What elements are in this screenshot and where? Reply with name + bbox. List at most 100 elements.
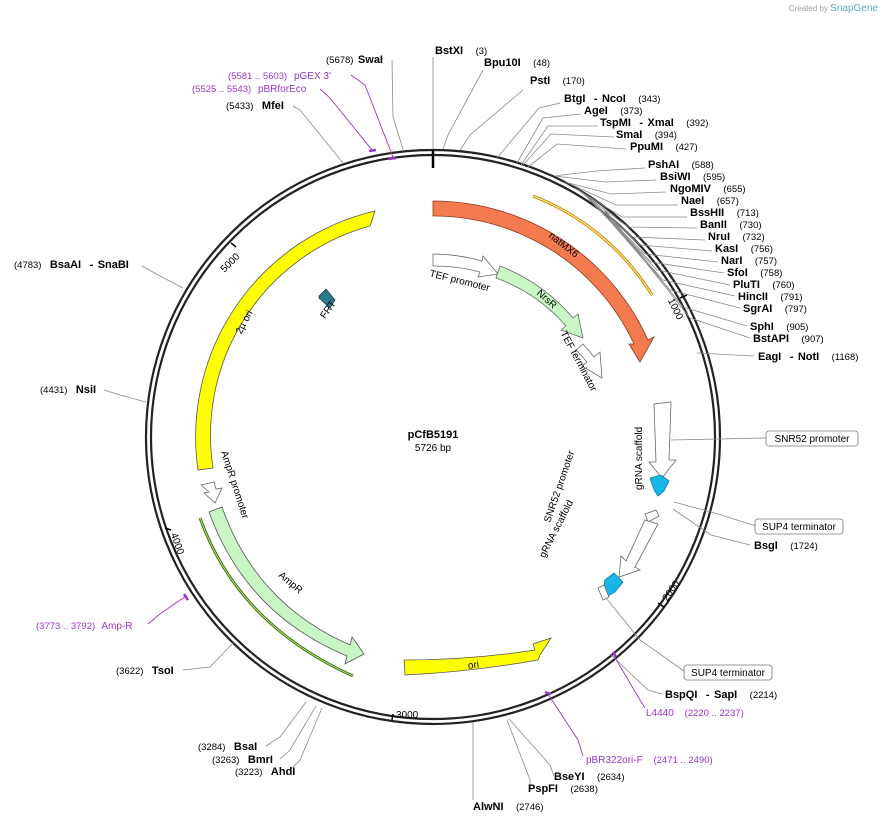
leader-nsii: [103, 389, 147, 403]
site-ppumi[interactable]: PpuMI (427): [630, 137, 698, 154]
site-nrui[interactable]: NruI (732): [708, 227, 765, 244]
site-banii[interactable]: BanII (730): [700, 215, 762, 232]
site-sgrai[interactable]: SgrAI (797): [743, 299, 807, 316]
site-eagi[interactable]: EagI - NotI (1168): [758, 347, 858, 364]
leader-ahdi: [289, 707, 323, 771]
leader-ampr-primer: [147, 595, 187, 625]
two-micron-ori-arrow[interactable]: [195, 210, 376, 471]
leader-tspmi: [520, 125, 598, 166]
leader-ngomiv: [564, 181, 667, 195]
leader-sgrai: [588, 196, 741, 309]
ori-arrow[interactable]: [403, 637, 552, 676]
site-pluti[interactable]: PluTI (760): [733, 275, 795, 292]
primer-pgex3[interactable]: (5581 .. 5603) pGEX 3': [228, 71, 331, 82]
leader-btgi: [496, 102, 561, 159]
leader-pspfi: [506, 719, 531, 788]
leader-swai: [391, 59, 404, 150]
site-swai[interactable]: (5678) SwaI: [326, 50, 383, 67]
leader-bsiwi: [554, 175, 657, 183]
leader-pgex3: [350, 74, 394, 158]
plasmid-length: 5726 bp: [415, 443, 452, 454]
leader-naei: [565, 181, 678, 206]
site-pspfi[interactable]: PspFI (2638): [528, 779, 598, 796]
leader-mfei: [292, 105, 344, 164]
leader-sup4b-box: [605, 597, 685, 672]
primer-pbrforeco[interactable]: (5525 .. 5543) pBRforEco: [192, 84, 307, 95]
grna-target-1-arrow[interactable]: [649, 474, 670, 497]
ampr-orf-highlight: [199, 517, 354, 677]
site-sfoi[interactable]: SfoI (758): [727, 263, 782, 280]
leader-bmri: [279, 705, 317, 760]
site-mfei[interactable]: (5433) MfeI: [226, 96, 284, 113]
snr52-promoter-box[interactable]: [765, 430, 859, 447]
leader-pshai: [553, 167, 646, 177]
primer-pbr322ori-f[interactable]: pBR322ori-F (2471 .. 2490): [586, 755, 713, 766]
frt-arrow[interactable]: [318, 288, 336, 309]
plasmid-name: pCfB5191: [408, 429, 459, 441]
site-hincii[interactable]: HincII (791): [738, 287, 803, 304]
leader-snr52-box: [670, 437, 767, 441]
site-bmri[interactable]: (3263) BmrI: [212, 750, 273, 767]
leader-kasi: [581, 191, 713, 252]
site-tsoi[interactable]: (3622) TsoI: [116, 661, 174, 678]
site-pshai[interactable]: PshAI (588): [648, 155, 714, 172]
ampr-promoter-arrow[interactable]: [200, 481, 223, 504]
leader-pbr322ori: [547, 693, 584, 757]
site-alwni[interactable]: AlwNI (2746): [473, 797, 543, 814]
ruler-tick-1000: [679, 294, 688, 299]
site-agei[interactable]: AgeI (373): [584, 101, 642, 118]
site-nari[interactable]: NarI (757): [721, 251, 777, 268]
site-bsai[interactable]: (3284) BsaI: [198, 737, 257, 754]
nrsr-arrow[interactable]: [495, 265, 584, 339]
leader-bsai: [265, 701, 307, 747]
site-kasi[interactable]: KasI (756): [715, 239, 773, 256]
site-bstxi[interactable]: BstXI (3): [435, 41, 487, 58]
site-bspqi[interactable]: BspQI - SapI (2214): [665, 685, 777, 702]
primer-l4440[interactable]: L4440 (2220 .. 2237): [646, 708, 744, 719]
site-bsiwi[interactable]: BsiWI (595): [660, 167, 725, 184]
ori-label: ori: [467, 660, 479, 672]
site-smai[interactable]: SmaI (394): [616, 125, 677, 142]
primer-labels: (5581 .. 5603) pGEX 3' (5525 .. 5543) pB…: [36, 71, 744, 766]
leader-pbrforeco: [319, 88, 373, 151]
site-psti[interactable]: PstI (170): [530, 71, 585, 88]
leader-bsshii: [574, 187, 687, 218]
site-ahdi[interactable]: (3223) AhdI: [235, 762, 295, 779]
site-naei[interactable]: NaeI (657): [681, 191, 739, 208]
site-bsgi[interactable]: BsgI (1724): [754, 536, 818, 553]
ampr-label: AmpR: [276, 570, 304, 596]
primer-mark-pbrforeco: [368, 148, 377, 153]
ampr-arrow[interactable]: [208, 506, 365, 665]
leader-sphi: [604, 209, 748, 327]
primer-mark-ampr: [182, 593, 190, 601]
primer-ampr[interactable]: (3773 .. 3792) Amp-R: [36, 621, 133, 632]
site-btgi[interactable]: BtgI - NcoI (343): [564, 89, 660, 106]
primer-marks: [182, 148, 618, 696]
natmx6-arrow[interactable]: [432, 200, 655, 363]
site-bsshii[interactable]: BssHII (713): [690, 203, 759, 220]
site-sphi[interactable]: SphI (905): [750, 317, 808, 334]
site-tspmi[interactable]: TspMI - XmaI (392): [600, 113, 708, 130]
sup4-terminator-b-box[interactable]: [683, 664, 773, 681]
ruler-tick-5000: [230, 242, 237, 248]
site-nsii[interactable]: (4431) NsiI: [40, 380, 96, 397]
primer-mark-pgex3: [388, 156, 397, 161]
site-bseyi[interactable]: BseYI (2634): [554, 767, 625, 784]
site-bstapi[interactable]: BstAPI (907): [753, 329, 824, 346]
grna-scaffold-1-arrow[interactable]: [648, 401, 677, 479]
created-by-text: Created by: [788, 4, 828, 13]
ruler-label-3000: 3000: [396, 710, 419, 721]
leader-ppumi: [527, 143, 627, 168]
leader-tsoi: [182, 641, 235, 671]
leader-bsaai: [141, 265, 184, 289]
site-bsaai[interactable]: (4783) BsaAI - SnaBI: [14, 255, 129, 272]
sup4-terminator-a-box[interactable]: [754, 518, 844, 535]
tef-terminator-arrow[interactable]: [575, 343, 603, 379]
snr52-promoter-arrow[interactable]: [618, 519, 659, 578]
site-ngomiv[interactable]: NgoMIV (655): [670, 179, 746, 196]
tef-promoter-arrow[interactable]: [432, 253, 499, 278]
sup4-terminator-1-arrow[interactable]: [644, 509, 660, 523]
site-bpu10i[interactable]: Bpu10I (48): [484, 53, 550, 70]
sup4-terminator-2-arrow[interactable]: [597, 584, 610, 601]
